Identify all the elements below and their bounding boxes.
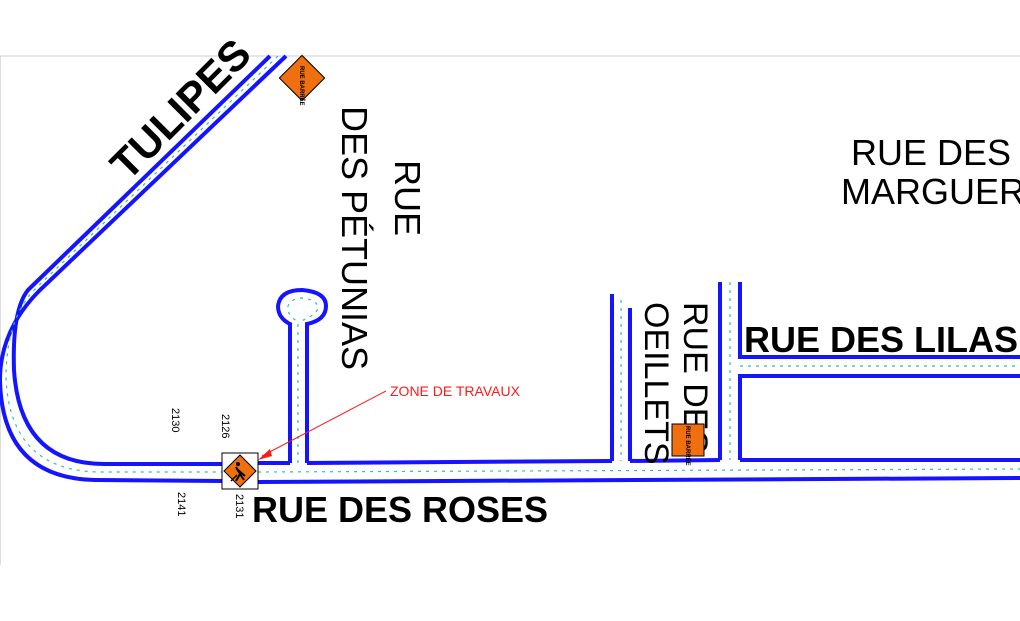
road-network [0,54,1020,484]
street-label-roses: RUE DES ROSES [252,489,548,530]
street-label-petunias-line1: RUE [387,160,428,236]
street-label-marguerites-line1: RUE DES [851,132,1011,173]
street-label-oeillets-line2: OEILLETS [637,302,675,465]
street-label-lilas: RUE DES LILAS [744,319,1018,360]
address-number: 2130 [169,408,181,432]
road-closed-sign: RUE BARRÉE [671,423,705,466]
svg-text:RUE BARRÉE: RUE BARRÉE [684,426,692,466]
road-worker-icon [221,452,259,490]
street-label-petunias-line2: DES PÉTUNIAS [334,106,375,370]
address-number: 2126 [219,414,231,438]
address-number: 2141 [175,492,187,516]
work-zone-label: ZONE DE TRAVAUX [390,383,521,399]
street-label-marguerites-line2: MARGUERITES [841,171,1020,212]
work-zone-leader-line [261,390,387,457]
address-number: 2131 [233,494,245,518]
road-closed-sign: RUE BARRÉE [278,54,326,106]
svg-text:RUE BARRÉE: RUE BARRÉE [298,66,306,106]
work-zone-arrowhead [258,449,272,460]
